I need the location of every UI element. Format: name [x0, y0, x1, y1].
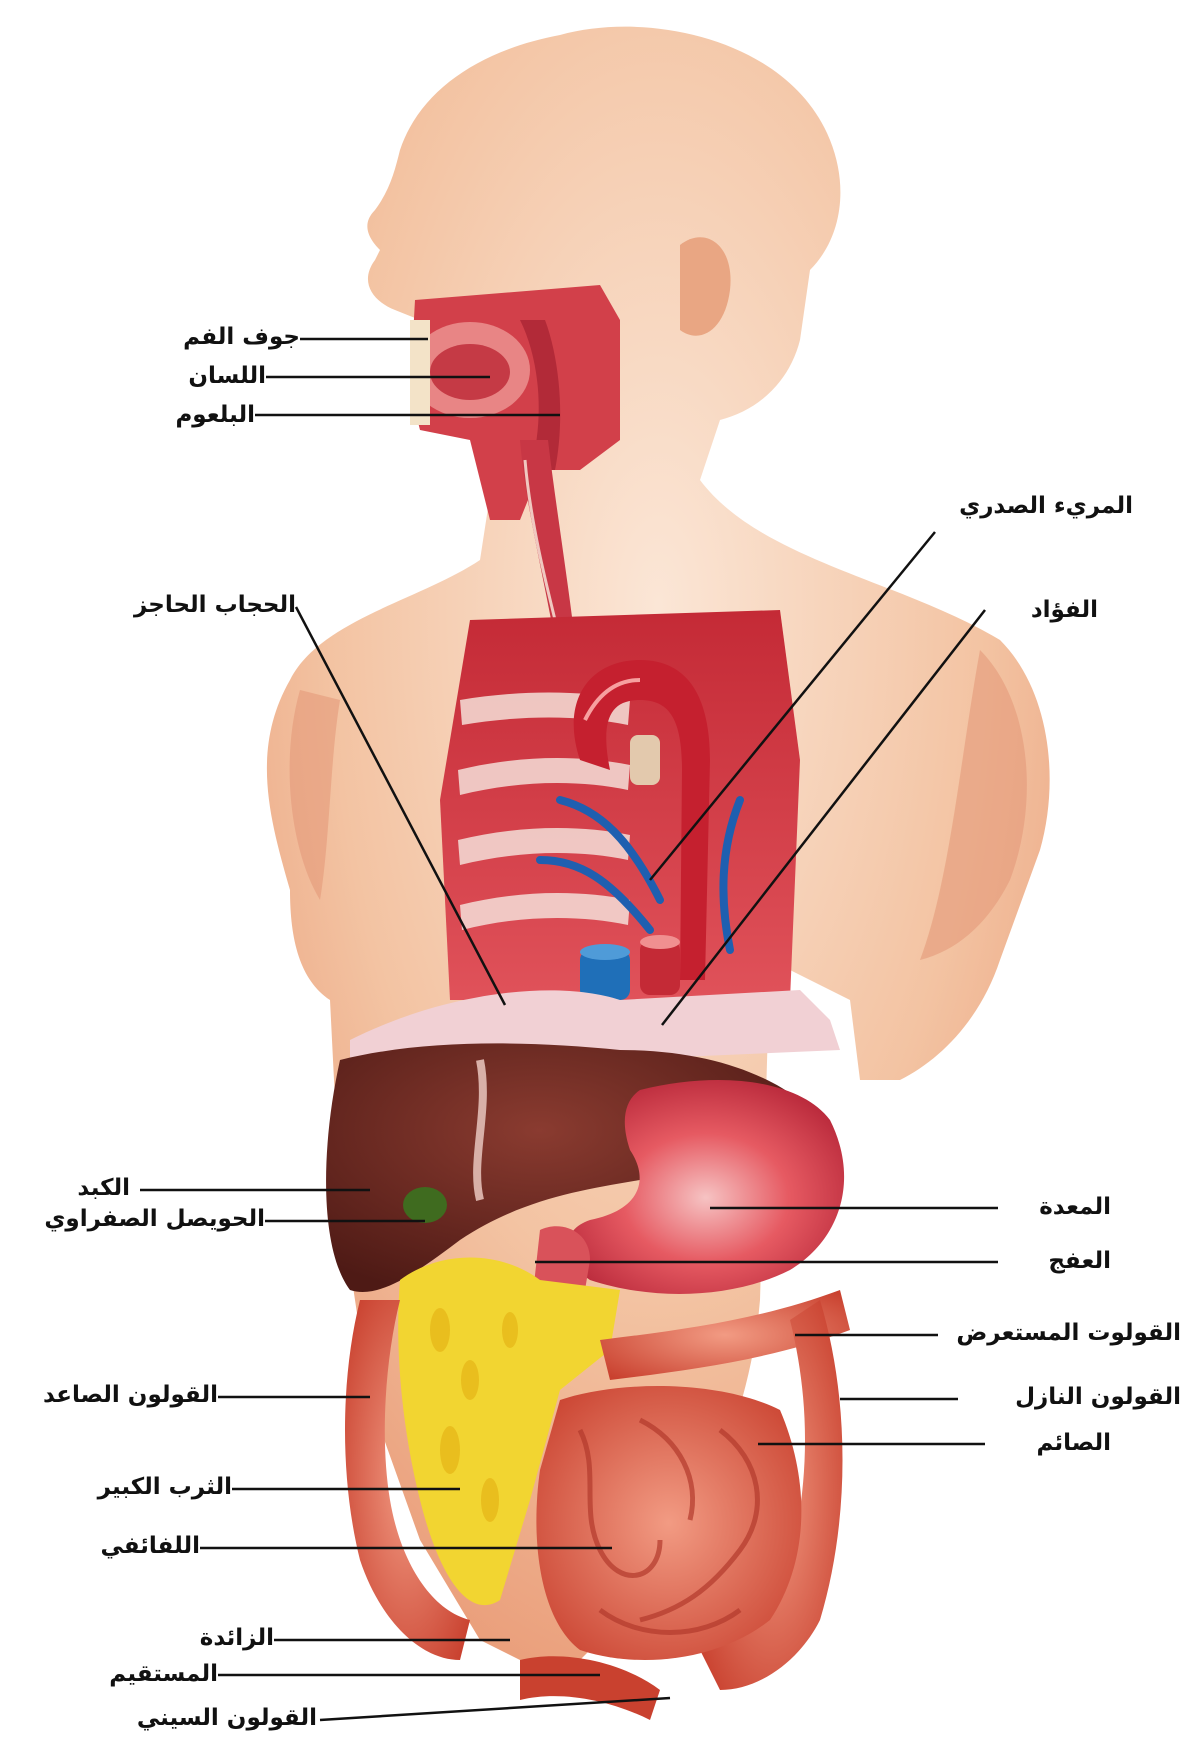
leader-lines [140, 337, 998, 1722]
gallbladder-organ [403, 1187, 447, 1223]
label-cardia: الفؤاد [1030, 597, 1098, 623]
greater-omentum [398, 1257, 620, 1606]
label-liver: الكبد [77, 1175, 130, 1201]
label-diaphragm: الحجاب الحاجز [133, 592, 296, 618]
liver-ligament [473, 1059, 487, 1201]
label-appendix: الزائدة [199, 1625, 274, 1651]
small-intestine [536, 1386, 802, 1660]
label-transverse-colon: القولوت المستعرض [956, 1320, 1181, 1346]
label-ascending-colon: القولون الصاعد [42, 1382, 218, 1408]
transverse-colon [600, 1290, 850, 1380]
label-stomach: المعدة [1039, 1194, 1111, 1220]
label-jejunum: الصائم [1036, 1430, 1112, 1456]
label-gallbladder: الحويصل الصفراوي [44, 1206, 265, 1232]
label-greater-omentum: الثرب الكبير [97, 1474, 232, 1500]
thoracic-cavity [440, 610, 800, 1000]
descending-colon [700, 1300, 843, 1690]
label-pharynx: البلعوم [175, 402, 255, 428]
omentum-texture [430, 1308, 518, 1522]
intestine-coils [577, 1417, 760, 1635]
ascending-colon [345, 1300, 470, 1660]
label-rectum: المستقيم [109, 1661, 218, 1687]
mouth-section [410, 285, 620, 520]
label-sigmoid-colon: القولون السيني [136, 1705, 317, 1731]
label-tongue: اللسان [188, 363, 266, 389]
label-duodenum: العفج [1048, 1248, 1111, 1274]
label-thoracic-esophagus: المريء الصدري [959, 493, 1133, 519]
rectum-organ [520, 1656, 660, 1720]
label-descending-colon: القولون النازل [1015, 1384, 1181, 1410]
label-ileum: اللفائفي [100, 1533, 200, 1559]
stomach-organ [567, 1080, 845, 1294]
label-mouth-cavity: جوف الفم [183, 324, 300, 350]
